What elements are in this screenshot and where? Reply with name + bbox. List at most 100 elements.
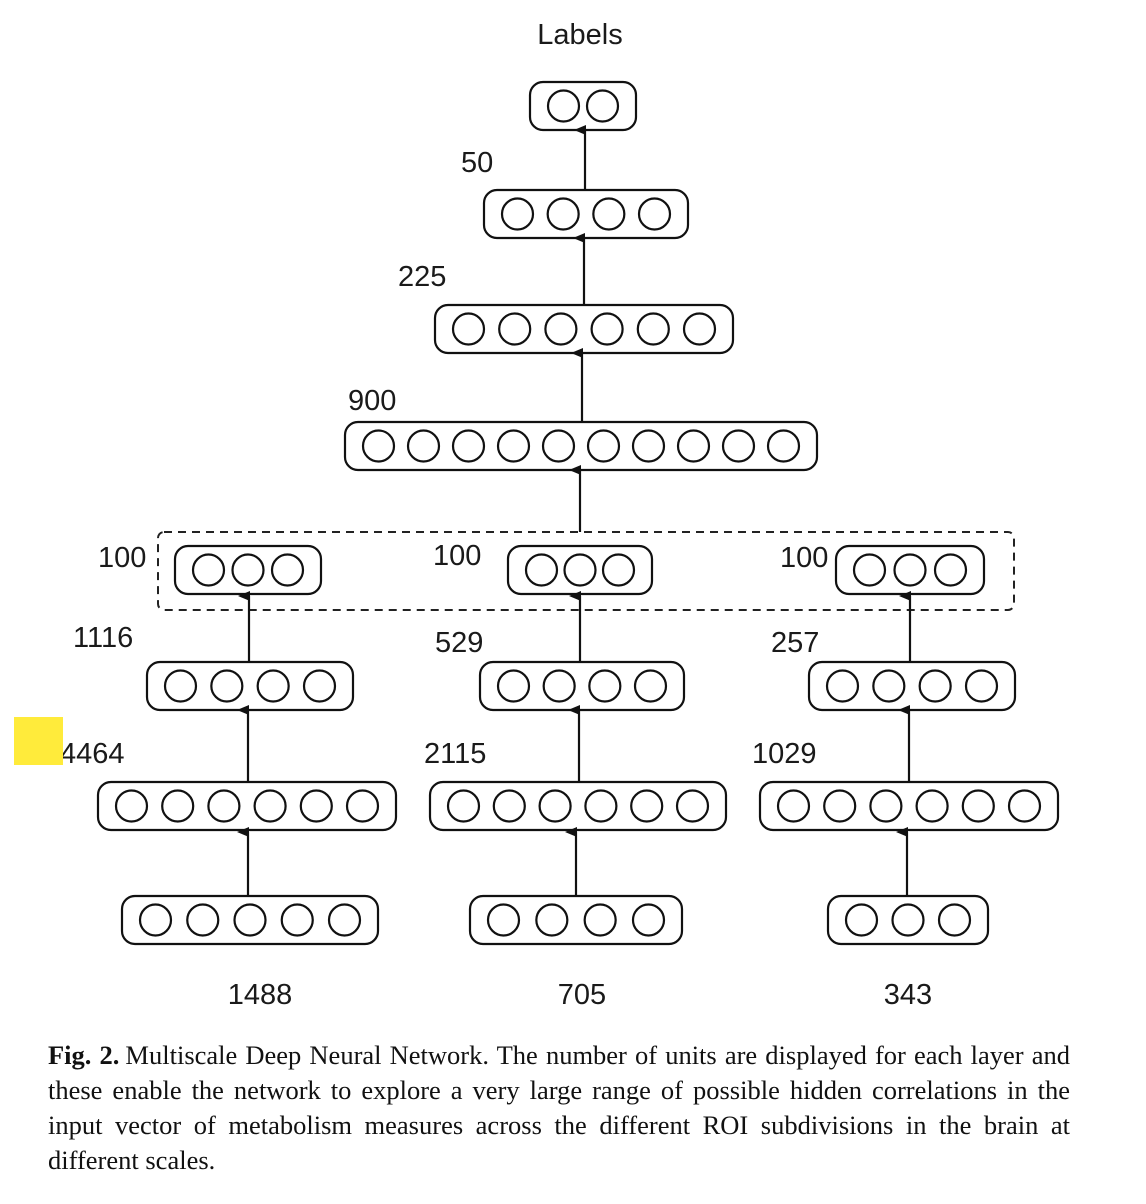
neuron-unit [961,789,995,823]
neuron-unit [918,669,952,703]
layer-fc3 [482,188,690,240]
neuron-unit [256,669,290,703]
neuron-unit [280,903,314,937]
branch-left-layer-100 [173,544,323,596]
layer-box [478,660,686,712]
neuron-unit [869,789,903,823]
neuron-unit [823,789,857,823]
neuron-unit [253,789,287,823]
neuron-unit [486,903,521,937]
neuron-unit [544,312,578,346]
neuron-unit [592,197,626,231]
neuron-unit [585,89,620,123]
branch-left-layer-1116 [145,660,355,712]
layer-output [528,80,638,132]
neuron-unit [451,429,486,463]
layer-box [506,544,654,596]
neuron-unit [541,429,576,463]
layer-fc1 [343,420,819,472]
neuron-unit [500,197,535,231]
neuron-unit [630,789,664,823]
neuron-unit [270,553,305,587]
branch-middle-layer-529 [478,660,686,712]
layer-box [826,894,990,946]
neuron-unit [492,789,526,823]
branch-right-layer-257 [807,660,1017,712]
neuron-unit [631,429,666,463]
neuron-unit [451,312,486,346]
neuron-unit [345,789,380,823]
branch-right-layer-100 [834,544,986,596]
neuron-unit [636,312,670,346]
neuron-unit [682,312,717,346]
neuron-unit [546,197,580,231]
neuron-unit [299,789,333,823]
branch-middle-label-2115: 2115 [424,738,486,770]
layer-box [173,544,323,596]
neuron-unit [327,903,362,937]
neuron-unit [590,312,624,346]
neuron-unit [937,903,972,937]
neuron-unit [542,669,576,703]
layer-box [834,544,986,596]
neuron-unit [583,903,617,937]
neuron-unit [721,429,756,463]
neuron-unit [852,553,887,587]
layer-label-225: 225 [398,261,446,293]
layer-label-900: 900 [348,385,396,417]
branch-middle-input-layer [468,894,684,946]
branch-right-input-layer [826,894,990,946]
neuron-unit [675,789,710,823]
neuron-unit [637,197,672,231]
neuron-unit [496,669,531,703]
layer-box [96,780,398,832]
figure-caption: Fig. 2.Multiscale Deep Neural Network. T… [48,1038,1070,1178]
neuron-unit [302,669,337,703]
branch-right-label-100: 100 [780,542,828,574]
neuron-unit [406,429,441,463]
neuron-unit [915,789,949,823]
neuron-unit [776,789,811,823]
branch-right-input-label: 343 [884,979,932,1011]
branch-left-input-label: 1488 [228,979,293,1011]
layer-fc2 [433,303,735,355]
neuron-unit [163,669,198,703]
neuron-unit [138,903,173,937]
neuron-unit [546,89,581,123]
neuron-unit [891,903,925,937]
figure-caption-label: Fig. 2. [48,1040,120,1070]
branch-middle-label-100: 100 [433,540,481,572]
neuron-unit [872,669,906,703]
layer-box [468,894,684,946]
neuron-unit [233,903,267,937]
neuron-unit [186,903,220,937]
neuron-unit [676,429,711,463]
branch-right-layer-1029 [758,780,1060,832]
concat-group-box [157,531,1015,611]
neuron-unit [538,789,572,823]
neuron-unit [633,669,668,703]
branch-right-label-257: 257 [771,627,819,659]
neuron-unit [535,903,569,937]
branch-left-layer-4464 [96,780,398,832]
layer-box [433,303,735,355]
layer-box [482,188,690,240]
neuron-unit [496,429,531,463]
network-diagram: Labels 50 225 900 100 1116 4464 1488 100… [60,19,1060,1011]
layer-box [758,780,1060,832]
neuron-unit [964,669,999,703]
layer-box [807,660,1017,712]
branch-middle-label-529: 529 [435,627,483,659]
branch-left-input-layer [120,894,380,946]
layer-label-50: 50 [461,147,493,179]
yellow-highlight-marker [14,717,63,765]
neuron-unit [766,429,801,463]
figure-caption-text: Multiscale Deep Neural Network. The numb… [48,1040,1070,1175]
branch-middle-layer-2115 [428,780,728,832]
neuron-unit [207,789,241,823]
neuron-unit [631,903,666,937]
neuron-unit [524,553,559,587]
neuron-unit [844,903,879,937]
branch-middle-input-label: 705 [558,979,606,1011]
neuron-unit [231,553,265,587]
